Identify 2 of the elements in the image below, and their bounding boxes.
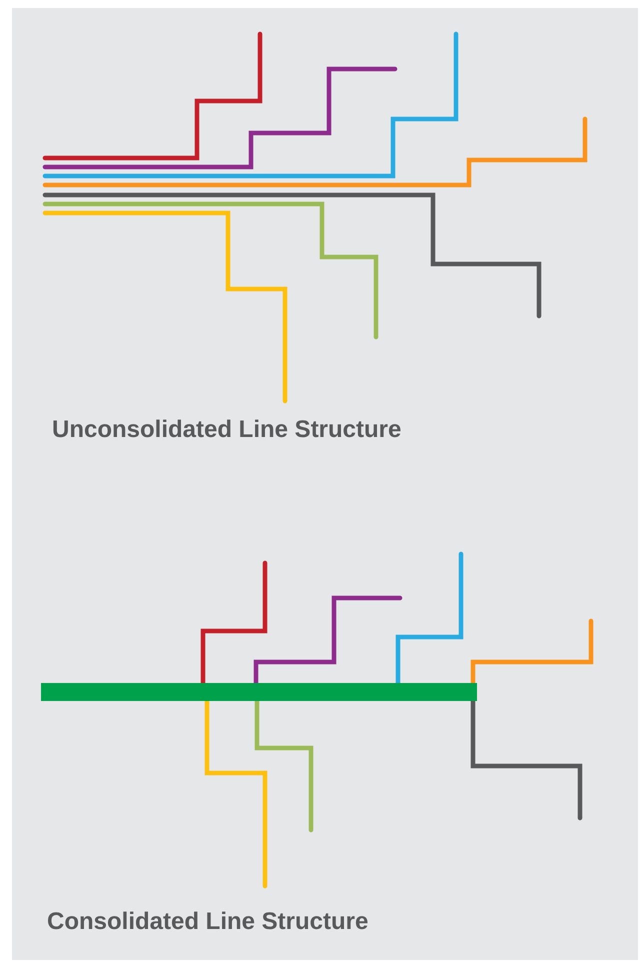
caption: Consolidated Line Structure [47, 908, 368, 936]
caption: Unconsolidated Line Structure [52, 416, 402, 444]
